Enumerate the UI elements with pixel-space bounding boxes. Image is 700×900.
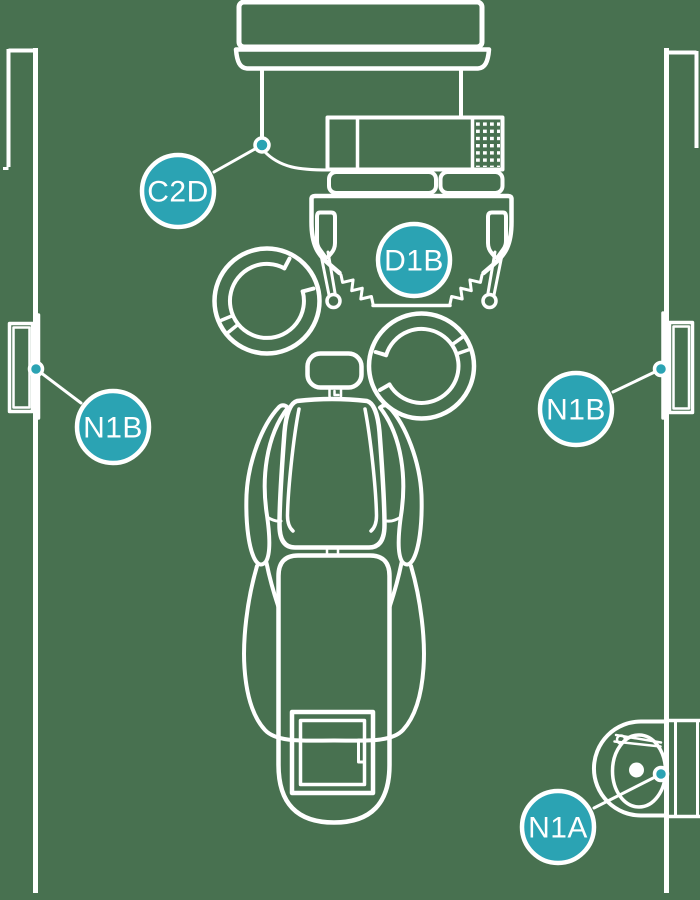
- stool-right-inner: [384, 326, 461, 405]
- callout-n1a-label: N1A: [528, 812, 588, 845]
- chair-base-outline: [242, 564, 426, 743]
- callout-dot-n1b-right: [652, 360, 670, 378]
- walls: [3, 48, 699, 893]
- sink-drain: [629, 762, 644, 778]
- hose-coil-right: [448, 273, 484, 306]
- stool-left-inner: [227, 261, 306, 340]
- right-wall-cap: [668, 50, 699, 148]
- backrest-contour-right: [363, 407, 379, 533]
- leader-c2d-arm: [262, 149, 330, 172]
- instrument-tray-left: [327, 170, 438, 195]
- armrest-right: [378, 403, 424, 567]
- callout-n1b-right-label: N1B: [546, 394, 606, 427]
- leader-n1b-right: [611, 367, 663, 394]
- stool-left: [212, 246, 322, 356]
- delivery-head-outline: [309, 193, 514, 276]
- callout-dot-n1b-left: [27, 360, 45, 378]
- instrument-holder-left: [315, 210, 337, 260]
- headrest: [305, 351, 364, 390]
- console-unit: [325, 115, 505, 195]
- callout-c2d: C2D: [139, 152, 217, 230]
- chair-floor-box: [289, 709, 376, 796]
- console-vent-grid: [475, 121, 500, 167]
- callout-dot-c2d: [253, 136, 271, 154]
- stool-right-mount: [450, 335, 471, 356]
- seat-and-legrest: [276, 553, 392, 825]
- stool-left-mount: [219, 313, 241, 334]
- callout-n1a: N1A: [519, 788, 597, 866]
- callout-n1b-right: N1B: [537, 370, 615, 448]
- console-body: [325, 115, 505, 172]
- sink-station: [592, 718, 700, 819]
- callout-d1b: D1B: [375, 221, 453, 299]
- dental-chair: [242, 351, 426, 825]
- counter: [669, 718, 700, 819]
- leader-c2d: [212, 143, 264, 174]
- instrument-tray-right: [438, 170, 505, 195]
- backrest: [277, 396, 387, 550]
- callout-n1b-left-label: N1B: [83, 412, 143, 445]
- leader-n1a: [592, 772, 663, 810]
- callout-c2d-label: C2D: [147, 176, 209, 209]
- stool-right-seat: [366, 311, 477, 421]
- leader-n1b-left: [34, 367, 83, 405]
- hose-coils: [339, 273, 484, 308]
- cabinet-base: [233, 47, 492, 71]
- callout-d1b-label: D1B: [384, 245, 444, 278]
- hose-coil-left: [339, 273, 375, 306]
- armrest-link-left: [265, 515, 283, 523]
- delivery-unit: [309, 193, 514, 310]
- armrest-link-right: [385, 515, 403, 523]
- chair-base-taper-left: [264, 561, 281, 609]
- leader-lines: [27, 136, 670, 810]
- callout-dot-n1a: [652, 765, 670, 783]
- cabinet-box: [236, 0, 485, 50]
- overhead-cabinet: [233, 0, 492, 139]
- callout-n1b-left: N1B: [74, 388, 152, 466]
- sink-bowl: [592, 719, 668, 818]
- instrument-holder-right: [486, 210, 508, 260]
- handpiece-arm-right: [481, 250, 504, 310]
- handpiece-arm-left: [319, 250, 342, 310]
- stool-left-seat: [212, 246, 322, 356]
- faucet: [613, 733, 663, 748]
- backrest-contour-left: [285, 407, 301, 533]
- stool-right: [366, 311, 477, 421]
- left-wall-cap: [3, 48, 35, 170]
- chair-base-taper-right: [387, 561, 404, 609]
